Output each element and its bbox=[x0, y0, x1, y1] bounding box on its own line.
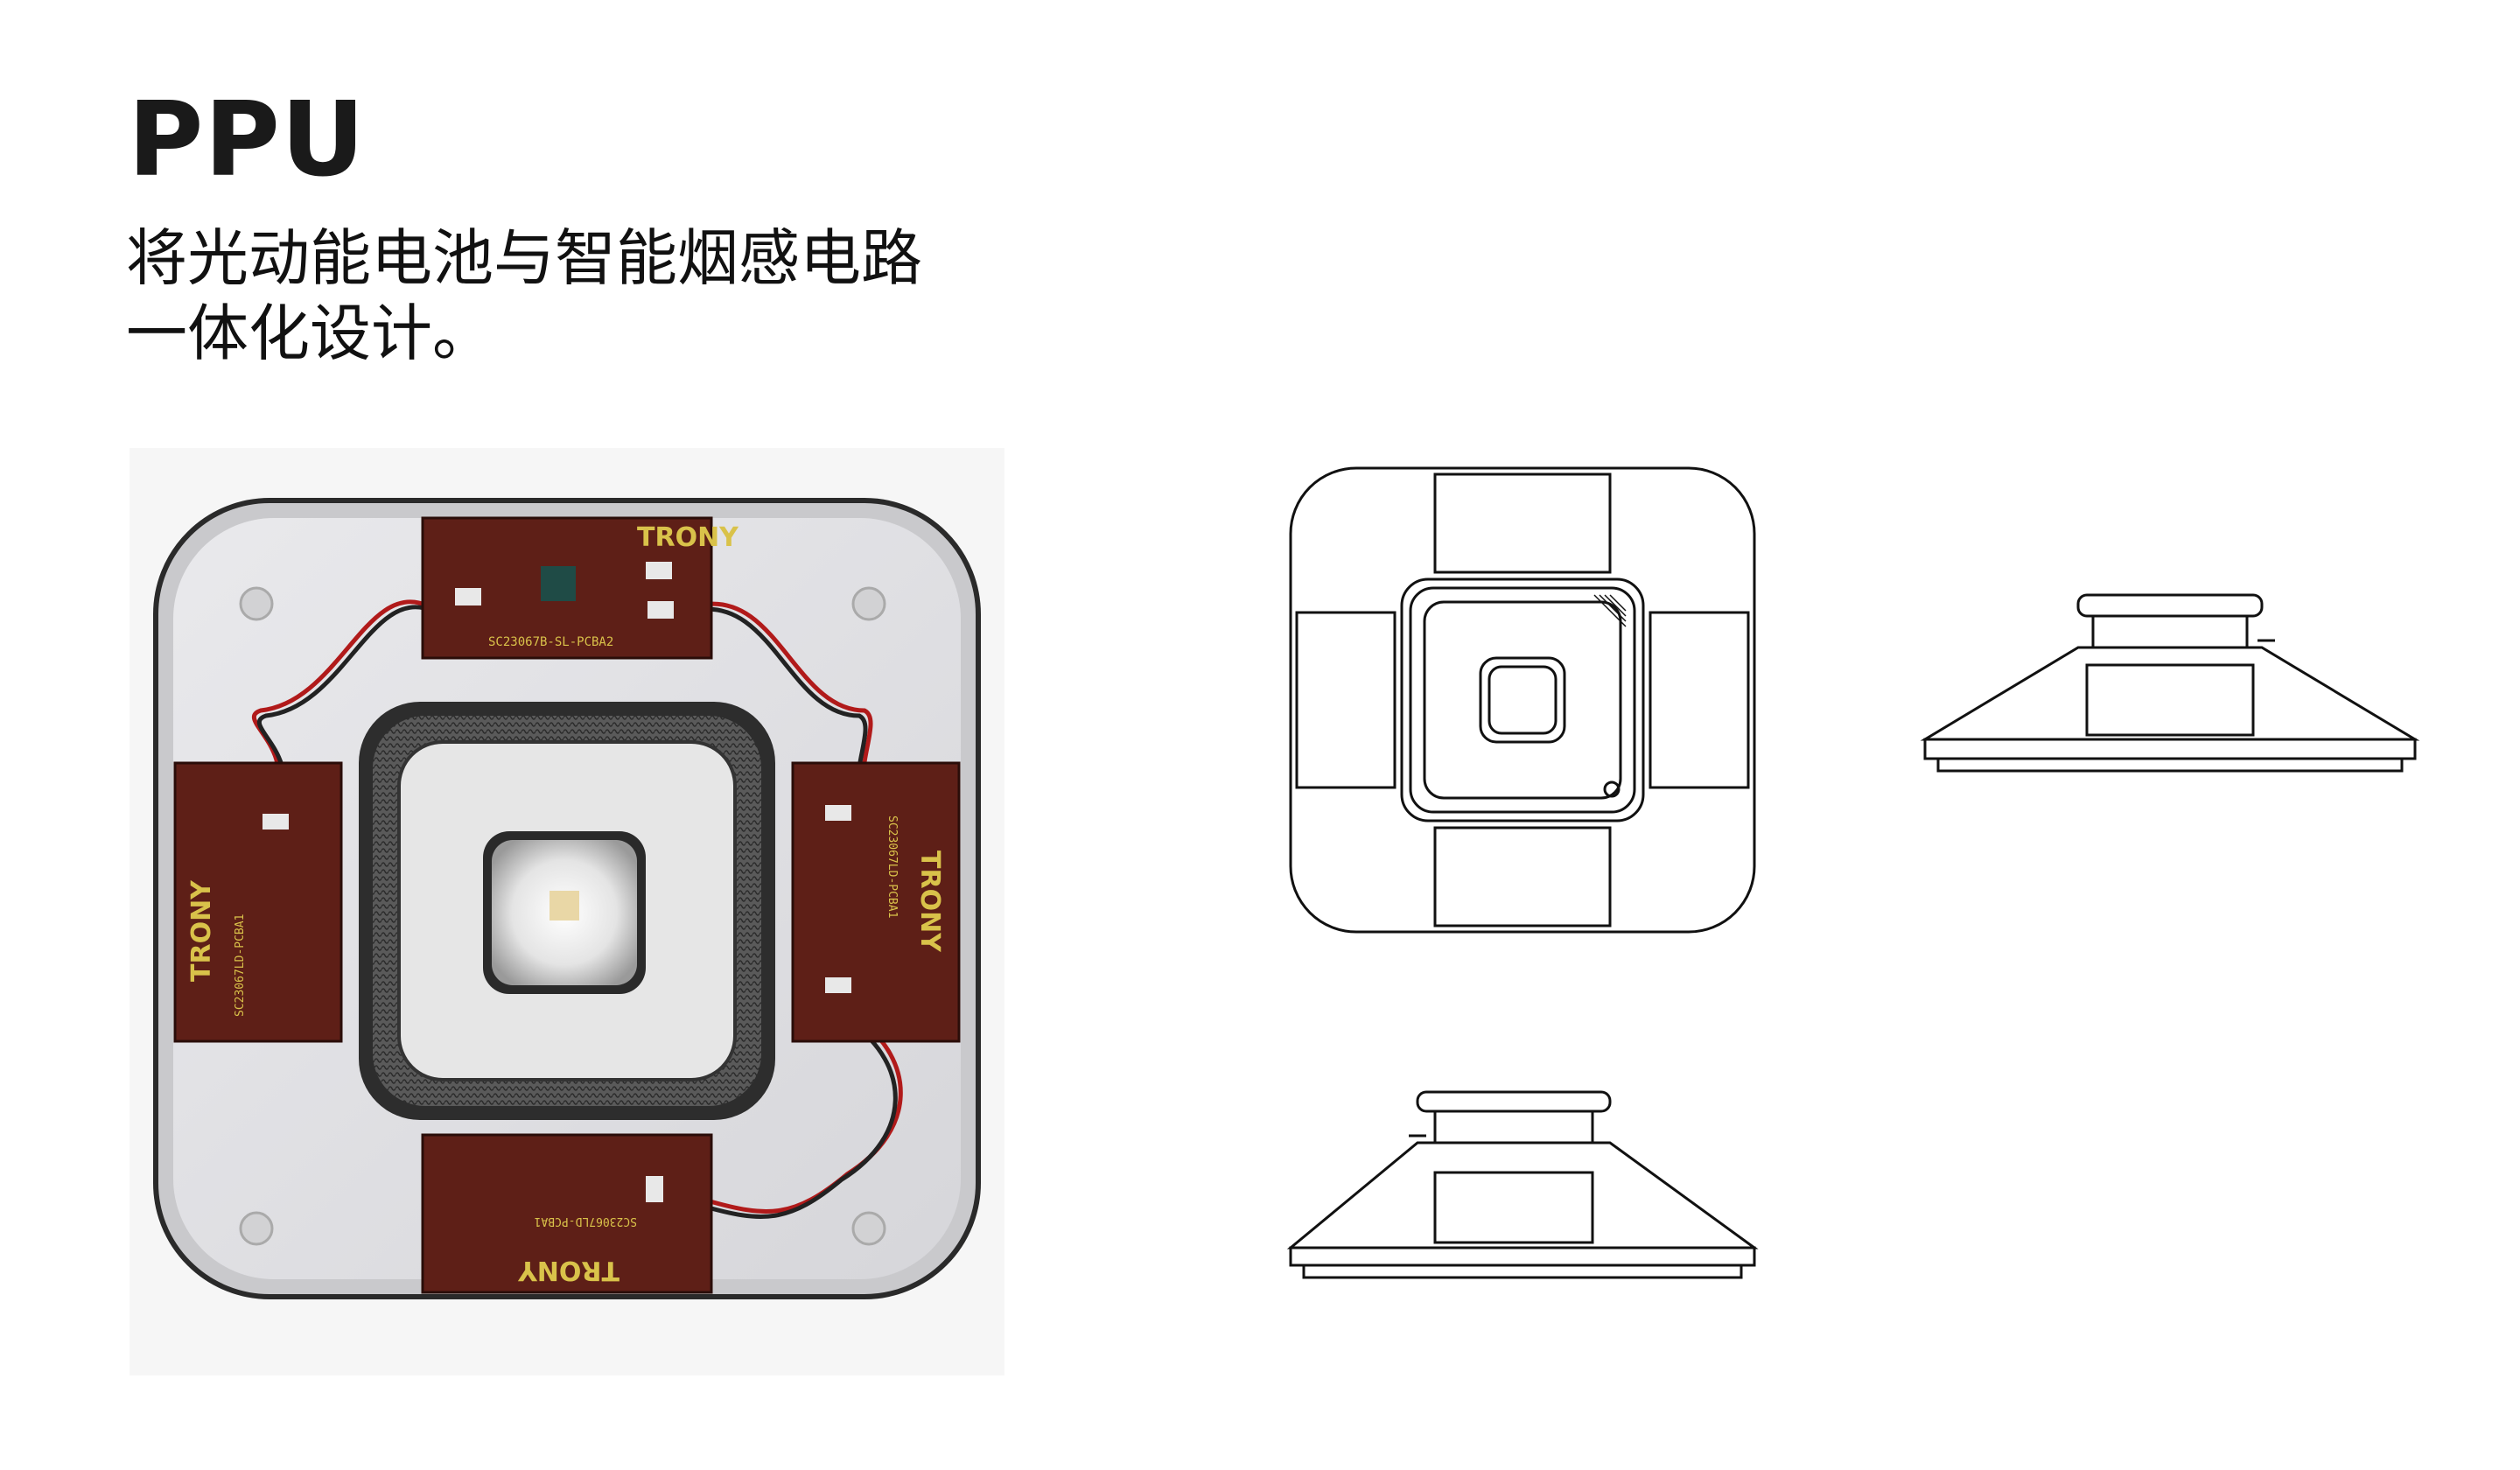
pcb-bottom: TRONY SC23067LD-PCBA1 bbox=[421, 1133, 713, 1294]
technical-drawing-side-view-right bbox=[1908, 578, 2432, 805]
pcb-left-code: SC23067LD-PCBA1 bbox=[234, 914, 247, 1017]
pcb-top-code: SC23067B-SL-PCBA2 bbox=[488, 635, 613, 649]
pcb-bottom-brand: TRONY bbox=[517, 1255, 620, 1285]
product-photo: TRONY SC23067B-SL-PCBA2 TRONY SC23067LD-… bbox=[130, 448, 1004, 1376]
subtitle-line-1: 将光动能电池与智能烟感电路 bbox=[126, 222, 922, 294]
pcb-right-brand: TRONY bbox=[914, 850, 945, 953]
pcb-right-code: SC23067LD-PCBA1 bbox=[886, 816, 899, 918]
technical-drawing-side-view-front bbox=[1278, 1076, 1768, 1312]
pcb-left-brand: TRONY bbox=[186, 879, 217, 982]
page-title: PPU bbox=[128, 79, 366, 200]
pcb-top-brand: TRONY bbox=[637, 522, 739, 553]
pcb-bottom-code: SC23067LD-PCBA1 bbox=[535, 1214, 637, 1228]
page-subtitle: 将光动能电池与智能烟感电路 一体化设计。 bbox=[126, 220, 922, 371]
pcb-right: TRONY SC23067LD-PCBA1 bbox=[791, 761, 961, 1043]
technical-drawing-top-view bbox=[1286, 464, 1759, 936]
subtitle-line-2: 一体化设计。 bbox=[126, 298, 494, 369]
pcb-left: TRONY SC23067LD-PCBA1 bbox=[173, 761, 343, 1043]
pcb-top: TRONY SC23067B-SL-PCBA2 bbox=[421, 516, 739, 660]
